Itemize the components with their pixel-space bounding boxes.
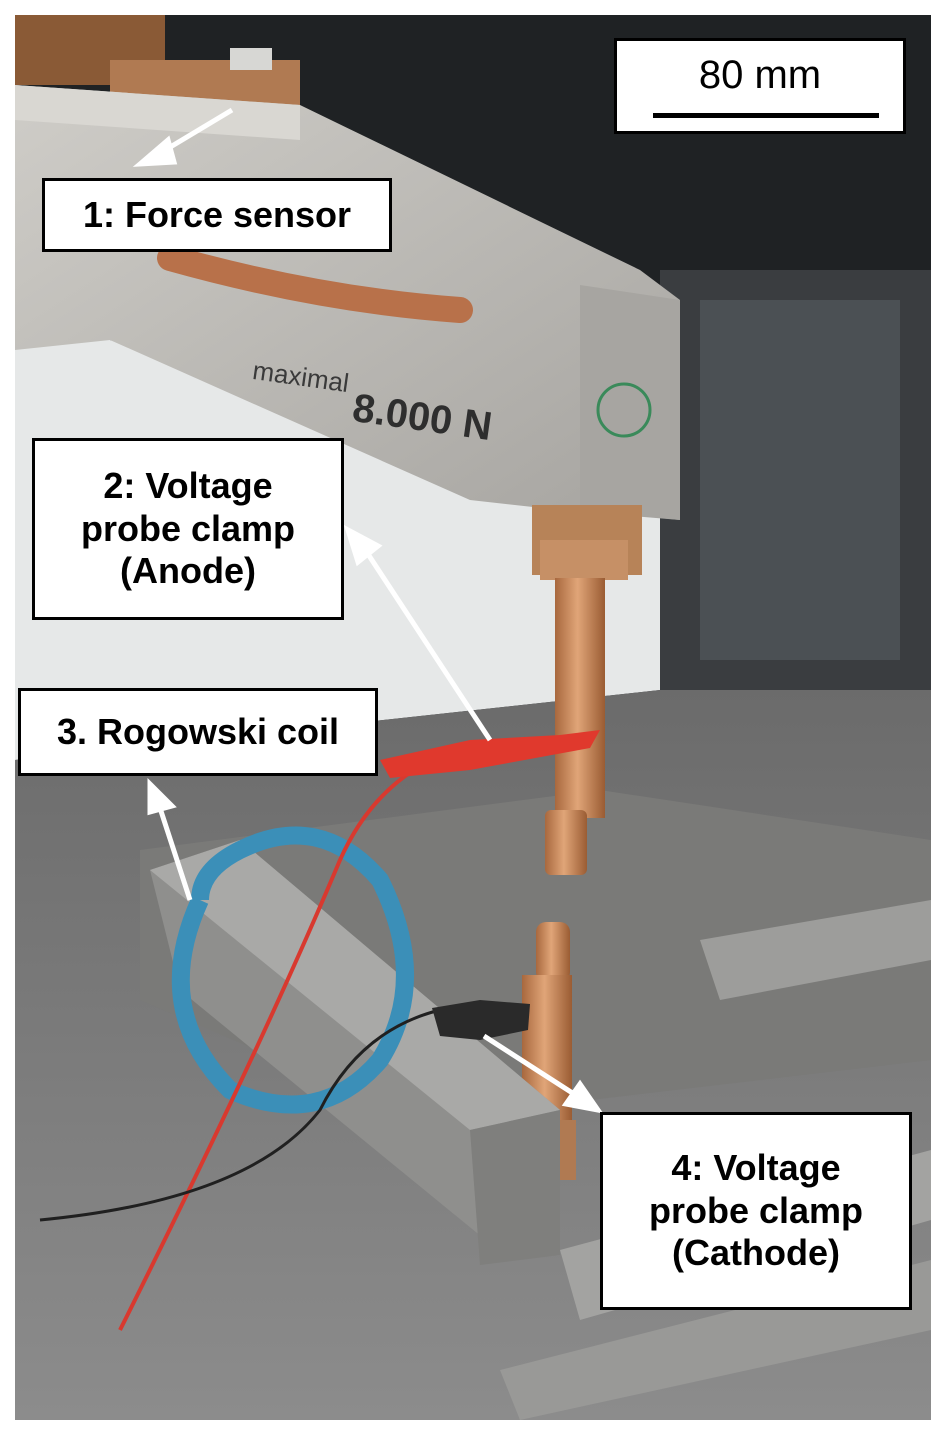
rogowski-coil-loop bbox=[171, 826, 414, 1114]
black-probe-wire bbox=[39, 1008, 441, 1222]
arrow-cathode-head bbox=[561, 1079, 604, 1114]
lower-arm-top-face bbox=[150, 840, 560, 1130]
arrow-anode bbox=[361, 546, 493, 742]
annotation-arrows bbox=[132, 107, 604, 1114]
label-rogowski-coil: 3. Rogowski coil bbox=[18, 688, 378, 776]
label-anode-line-3: (Anode) bbox=[120, 550, 256, 592]
arrow-cathode bbox=[482, 1033, 576, 1097]
label-cathode-line-1: 4: Voltage bbox=[671, 1147, 841, 1189]
upper-electrode-tip bbox=[545, 810, 587, 875]
label-force-sensor-text: 1: Force sensor bbox=[82, 193, 352, 235]
label-voltage-probe-cathode: 4: Voltage probe clamp (Cathode) bbox=[600, 1112, 912, 1310]
label-cathode-line-3: (Cathode) bbox=[672, 1232, 840, 1274]
cooling-pipe bbox=[157, 245, 473, 323]
glass-reflection bbox=[700, 300, 900, 660]
arrow-anode-head bbox=[343, 524, 383, 567]
label-force-sensor: 1: Force sensor bbox=[42, 178, 392, 252]
label-anode-line-1: 2: Voltage bbox=[103, 465, 273, 507]
arm-top-face bbox=[15, 85, 300, 140]
scale-bar-text: 80 mm bbox=[698, 53, 822, 97]
label-voltage-probe-anode: 2: Voltage probe clamp (Anode) bbox=[32, 438, 344, 620]
arrow-rogowski-head bbox=[147, 777, 177, 816]
label-anode-line-2: probe clamp bbox=[80, 507, 296, 549]
lower-electrode-tip bbox=[536, 922, 570, 982]
arm-end-face bbox=[580, 285, 680, 520]
label-cathode-line-2: probe clamp bbox=[648, 1189, 864, 1231]
scale-bar-box: 80 mm bbox=[614, 38, 906, 134]
red-anode-clamp bbox=[380, 730, 600, 778]
green-mark bbox=[596, 382, 652, 438]
electrode-nut-upper bbox=[540, 540, 628, 580]
label-rogowski-text: 3. Rogowski coil bbox=[56, 710, 340, 752]
arrow-force-sensor bbox=[160, 107, 234, 155]
arrow-force-sensor-head bbox=[132, 135, 178, 167]
rail-1 bbox=[700, 900, 931, 1000]
arrow-rogowski bbox=[157, 807, 193, 901]
scale-bar-line bbox=[653, 113, 879, 118]
lower-arm-end-face bbox=[470, 1110, 560, 1265]
black-cathode-clamp bbox=[432, 1000, 530, 1040]
upper-electrode-shaft bbox=[555, 578, 605, 818]
sensor-bolt bbox=[230, 48, 272, 70]
